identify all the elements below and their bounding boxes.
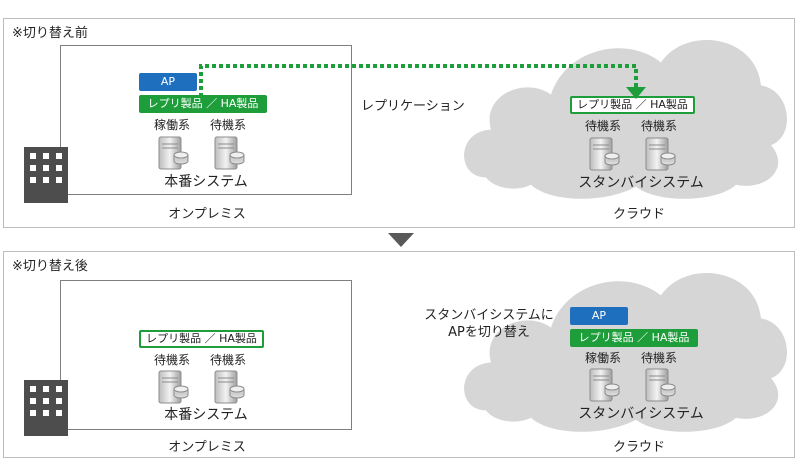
product-box-onprem-before: レプリ製品 ／ HA製品 [139,95,267,113]
server-icon [157,370,189,404]
building-icon [22,145,70,203]
system-label-cloud-before: スタンバイシステム [578,175,704,191]
after-title: ※切り替え後 [12,259,88,274]
switch-note: スタンバイシステムに APを切り替え [414,307,564,341]
switch-note-line2: APを切り替え [448,325,530,340]
onprem-box-before: AP レプリ製品 ／ HA製品 稼働系 待機系 本番システム [60,45,352,195]
system-label-onprem-after: 本番システム [164,407,248,423]
product-box-cloud-after: レプリ製品 ／ HA製品 [570,329,698,347]
role-active-onprem-before: 稼働系 [153,118,190,132]
replication-label: レプリケーション [361,99,465,114]
product-box-onprem-after: レプリ製品 ／ HA製品 [139,330,264,348]
before-panel: ※切り替え前 AP レプリ製品 ／ HA製品 稼働系 待機系 本番システム オン… [3,18,795,228]
role-standby-cloud-after: 待機系 [640,351,677,365]
system-label-onprem-before: 本番システム [164,174,248,190]
server-icon [157,136,189,170]
location-label-onprem-before: オンプレミス [168,207,246,222]
system-label-cloud-after: スタンバイシステム [578,406,704,422]
role-1-cloud-before: 待機系 [584,119,621,133]
after-panel: ※切り替え後 レプリ製品 ／ HA製品 待機系 待機系 本番システム オンプレミ… [3,251,795,458]
role-1-onprem-after: 待機系 [153,353,190,367]
replication-arrow [199,64,646,99]
ap-box-onprem-before: AP [139,73,197,91]
server-icon [588,137,620,171]
location-label-cloud-after: クラウド [612,440,665,455]
location-label-cloud-before: クラウド [612,207,665,222]
location-label-onprem-after: オンプレミス [168,440,246,455]
building-icon [22,378,70,436]
server-icon [213,136,245,170]
before-title: ※切り替え前 [12,26,88,41]
role-2-onprem-after: 待機系 [209,353,246,367]
role-active-cloud-after: 稼働系 [584,351,621,365]
server-icon [644,368,676,402]
ap-box-cloud-after: AP [570,307,628,325]
server-icon [644,137,676,171]
server-icon [588,368,620,402]
down-triangle-icon [388,233,414,247]
server-icon [213,370,245,404]
switch-note-line1: スタンバイシステムに [424,308,554,323]
product-box-cloud-before: レプリ製品 ／ HA製品 [570,96,695,114]
onprem-box-after: レプリ製品 ／ HA製品 待機系 待機系 本番システム [60,280,352,430]
role-2-cloud-before: 待機系 [640,119,677,133]
role-standby-onprem-before: 待機系 [209,118,246,132]
